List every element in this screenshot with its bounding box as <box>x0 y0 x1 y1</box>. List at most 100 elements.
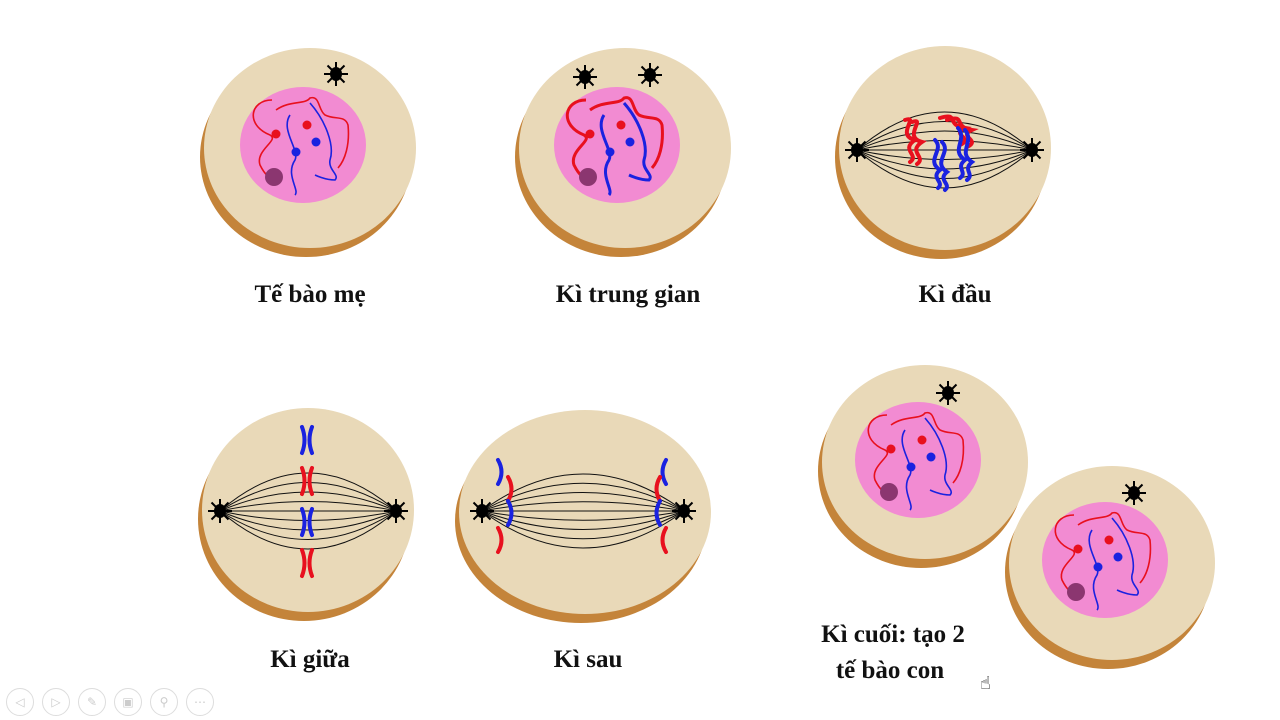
spindle-fiber <box>219 501 397 512</box>
centrosome-icon <box>470 499 494 523</box>
chromatin-strand <box>589 96 664 169</box>
spindle-fiber <box>856 130 1033 151</box>
slides-view-button[interactable]: ▣ <box>114 688 142 716</box>
centrosome-body <box>942 386 954 400</box>
spindle-fiber <box>219 510 397 531</box>
chromatid <box>654 499 662 527</box>
centrosome-body <box>579 70 591 84</box>
chromosome <box>300 548 314 578</box>
cell-interphase <box>515 48 731 257</box>
nucleolus <box>265 168 283 186</box>
spindle-fiber <box>219 510 397 540</box>
centromere <box>625 137 635 147</box>
centrosome-icon <box>672 499 696 523</box>
centromere <box>311 137 321 147</box>
chromatid <box>506 475 514 503</box>
centrosome-icon <box>638 63 662 87</box>
nucleolus <box>1067 583 1085 601</box>
arrow-right-icon: ▷ <box>51 695 61 709</box>
chromosome <box>300 466 314 496</box>
centrosome-icon <box>324 62 348 86</box>
spindle-fiber <box>856 140 1033 151</box>
chromatin-strand <box>1077 511 1152 584</box>
chromatin-strand <box>286 114 297 196</box>
centromere <box>886 444 896 454</box>
zoom-button[interactable]: ⚲ <box>150 688 178 716</box>
centromere <box>1073 544 1083 554</box>
centrosome-body <box>644 68 656 82</box>
magnifier-icon: ⚲ <box>159 695 169 709</box>
chromatid <box>496 458 504 486</box>
chromatin-strand <box>901 429 912 511</box>
cell-metaphase <box>198 408 414 621</box>
pen-button[interactable]: ✎ <box>78 688 106 716</box>
spindle-fiber <box>219 491 397 512</box>
pen-icon: ✎ <box>86 695 98 709</box>
label-telophase-2: tế bào con <box>835 657 945 684</box>
label-telophase-1: Kì cuối: tạo 2 <box>821 621 965 648</box>
centromere <box>1104 535 1114 545</box>
next-slide-button[interactable]: ▷ <box>42 688 70 716</box>
centromere <box>302 120 312 130</box>
centromere <box>917 435 927 445</box>
centrosome-body <box>851 143 863 157</box>
label-interphase: Kì trung gian <box>555 281 701 308</box>
chromatin-strand <box>924 417 952 496</box>
label-metaphase: Kì giữa <box>270 646 350 673</box>
centrosome-icon <box>384 499 408 523</box>
centrosome-body <box>476 504 488 518</box>
more-button[interactable]: ⋯ <box>186 688 214 716</box>
chromatin-strand <box>890 411 965 484</box>
centromere <box>271 129 281 139</box>
chromosome <box>300 425 314 455</box>
centrosome-body <box>390 504 402 518</box>
chromatin-strand <box>622 102 652 182</box>
chromatin-strand <box>309 102 337 181</box>
chromatin-strand <box>1088 529 1099 611</box>
label-prophase: Kì đầu <box>918 281 992 308</box>
centrosome-icon <box>1020 138 1044 162</box>
nucleolus <box>579 168 597 186</box>
centrosome-body <box>1026 143 1038 157</box>
chromatin-strand <box>275 96 350 169</box>
centromere <box>1093 562 1103 572</box>
centrosome-icon <box>208 499 232 523</box>
label-mother-cell: Tế bào mẹ <box>254 281 366 308</box>
centromere <box>616 120 626 130</box>
centromere <box>906 462 916 472</box>
condensed-chromosome <box>963 128 976 182</box>
centrosome-body <box>1128 486 1140 500</box>
centrosome-icon <box>845 138 869 162</box>
centrosome-body <box>678 504 690 518</box>
centrosome-icon <box>936 381 960 405</box>
cell-daughter-1 <box>818 365 1028 568</box>
cytoplasm <box>202 408 414 612</box>
cell-daughter-2 <box>1005 466 1215 669</box>
condensed-chromosome <box>932 138 944 190</box>
cell-prophase <box>835 46 1051 259</box>
centrosome-body <box>330 67 342 81</box>
centromere <box>1113 552 1123 562</box>
centrosome-icon <box>573 65 597 89</box>
chromosome <box>300 507 314 537</box>
spindle-fiber <box>481 510 685 521</box>
arrow-left-icon: ◁ <box>15 695 25 709</box>
chromatid <box>496 526 504 554</box>
spindle-fiber <box>219 472 397 512</box>
previous-slide-button[interactable]: ◁ <box>6 688 34 716</box>
spindle-fiber <box>856 149 1033 160</box>
chromatin-strand <box>1111 517 1139 596</box>
centromere <box>585 129 595 139</box>
cell-mother <box>200 48 416 257</box>
centromere <box>291 147 301 157</box>
condensed-chromosome <box>939 140 951 192</box>
chromatid <box>660 526 668 554</box>
slides-icon: ▣ <box>122 695 134 709</box>
centromere <box>605 147 615 157</box>
chromatid <box>660 458 668 486</box>
chromatid <box>506 499 514 527</box>
slideshow-controls: ◁ ▷ ✎ ▣ ⚲ ⋯ <box>6 688 214 716</box>
nucleolus <box>880 483 898 501</box>
spindle-fiber <box>219 510 397 550</box>
